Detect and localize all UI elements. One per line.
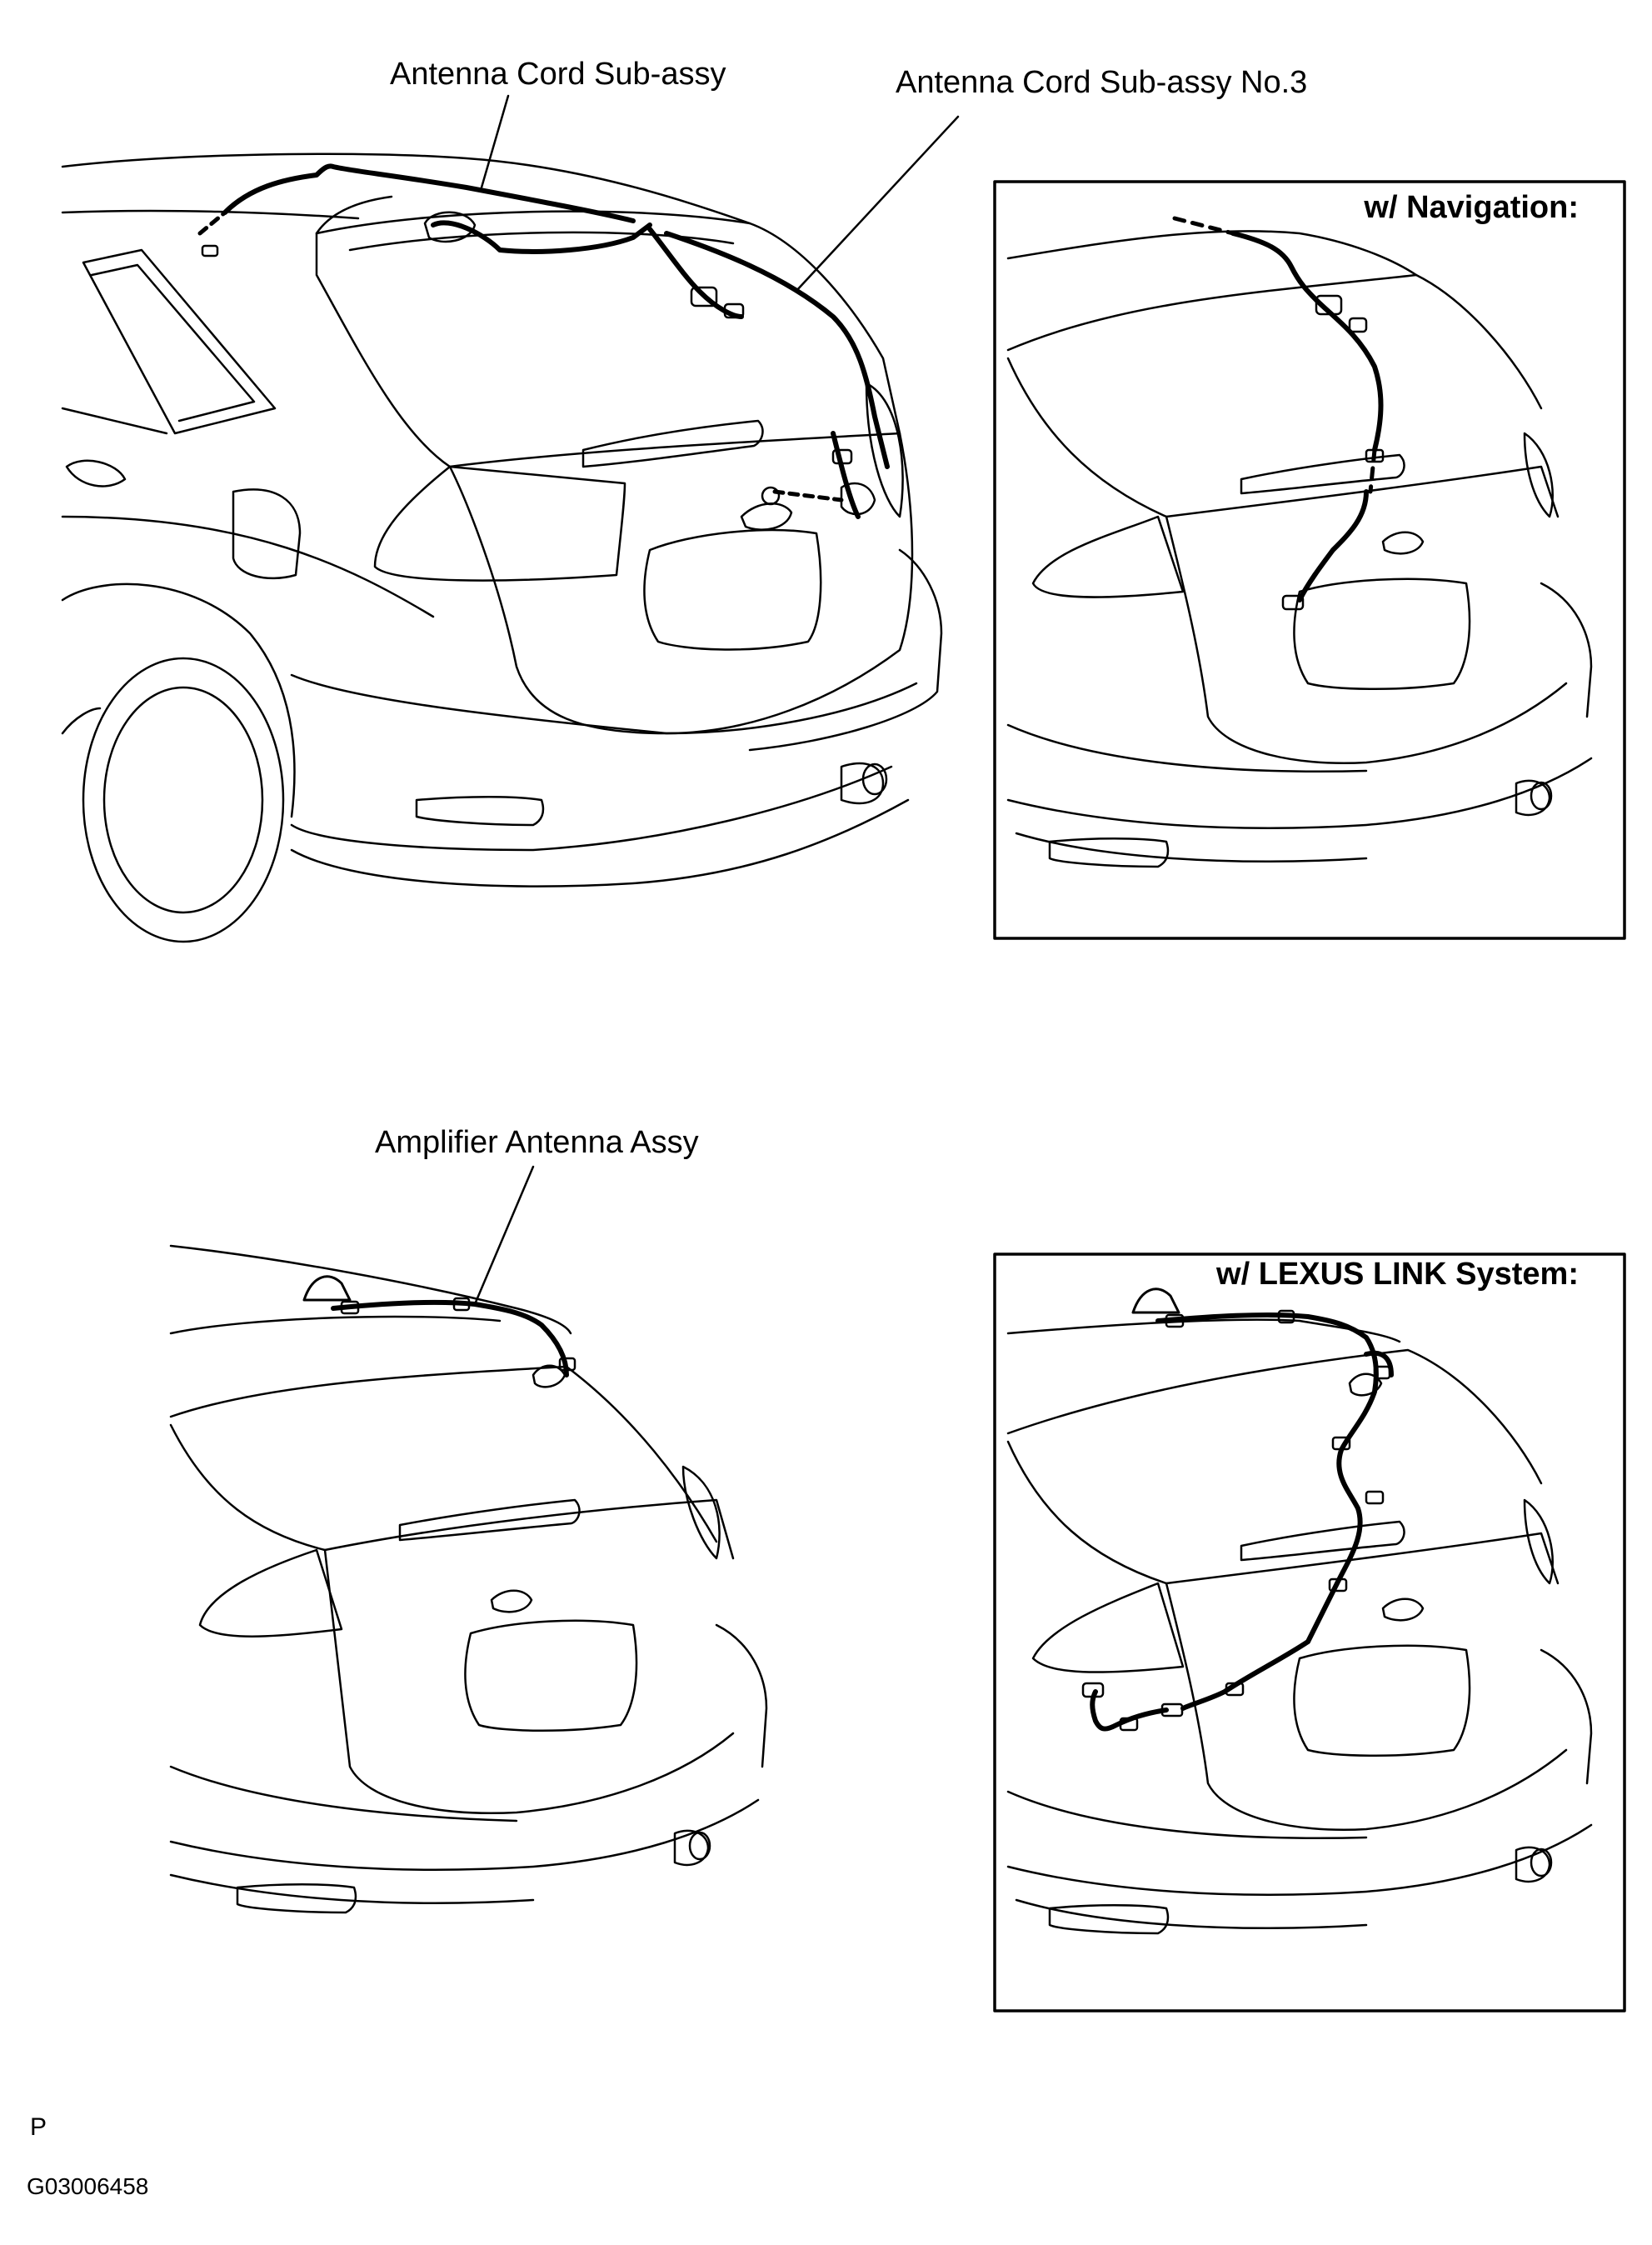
figure-code: G03006458 (27, 2173, 149, 2199)
connectors-navigation (1281, 294, 1385, 611)
connectors-main (201, 211, 876, 516)
harness-navigation-dashed (1172, 216, 1377, 494)
harness-main (222, 163, 890, 519)
amplifier-view (169, 1244, 768, 1914)
page-letter: P (30, 2113, 47, 2141)
connectors-lexus-link (1081, 1309, 1391, 1732)
harness-navigation (1230, 231, 1384, 602)
harness-main-dashed (197, 210, 844, 502)
lexus-link-box-title: w/ LEXUS LINK System: (1216, 1257, 1579, 1292)
callout-antenna-cord-sub-assy: Antenna Cord Sub-assy (390, 57, 726, 92)
leader-lines-top (480, 94, 960, 293)
navigation-box-title: w/ Navigation: (1364, 190, 1579, 225)
callout-antenna-cord-sub-assy-no3: Antenna Cord Sub-assy No.3 (896, 65, 1308, 100)
harness-lexus-link (1090, 1312, 1394, 1732)
connectors-amplifier (340, 1297, 576, 1388)
lexus-link-inset (993, 1252, 1626, 2012)
callout-amplifier-antenna-assy: Amplifier Antenna Assy (375, 1125, 699, 1160)
leader-line-amplifier (473, 1165, 535, 1306)
harness-amplifier (331, 1299, 569, 1378)
vehicle-main-view (61, 152, 943, 943)
